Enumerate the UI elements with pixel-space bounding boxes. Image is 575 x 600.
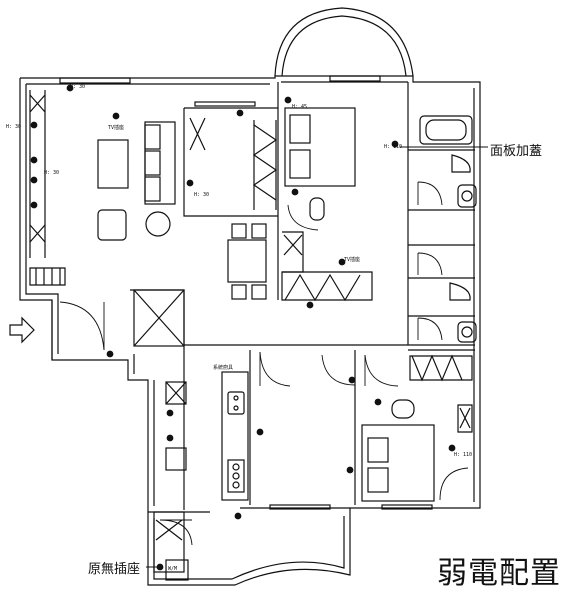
kitchen-counter: [221, 371, 249, 501]
bay-window-arc-inner: [281, 15, 407, 77]
wall-bath-mid: [408, 277, 475, 317]
bay-window-arc: [274, 7, 414, 77]
outlet-label: H: 30: [194, 192, 210, 198]
wm-label: W/M: [168, 566, 178, 572]
wall-mid-h: [184, 344, 475, 351]
kitchen-label: 系統廚具: [213, 365, 234, 371]
wardrobe-bed3: [409, 355, 473, 381]
outer-wall: [20, 75, 481, 510]
coffee-table: [97, 139, 129, 189]
side-table: [145, 211, 171, 237]
outlet-label: H: 30: [70, 84, 86, 90]
tv-label-bedroom: TV插座: [344, 257, 361, 263]
nightstand: [309, 197, 325, 221]
toilet-1: [451, 154, 471, 173]
hall-cabinet: [133, 289, 185, 347]
bathtub: [419, 115, 473, 145]
tv-cabinet-living: [29, 90, 46, 258]
entry-arrow: [9, 316, 35, 344]
tv-label-living: TV插座: [108, 125, 125, 131]
utility-box: [165, 381, 187, 405]
outlet-symbols: [30, 84, 456, 571]
outer-wall-inner: [26, 81, 475, 502]
bottom-window: [269, 504, 331, 510]
wardrobe-bed2: [253, 120, 277, 210]
wall-bath: [408, 149, 475, 346]
bottom-wall-2: [153, 516, 345, 580]
note-original-no-outlet: 原無插座: [88, 562, 141, 577]
left-wall: [19, 78, 149, 512]
outlet-label-2: H: 110: [454, 452, 473, 458]
outlet-label: H: 30: [6, 124, 22, 130]
armchair: [97, 209, 127, 241]
toilet-2: [449, 282, 471, 301]
bed-3: [361, 424, 435, 502]
outlet-label-2: H: 110: [384, 144, 403, 150]
left-wall-inner: [25, 84, 155, 506]
note-panel-cover: 面板加蓋: [490, 144, 543, 159]
bottom-wall: [147, 510, 351, 586]
doors: [59, 181, 469, 546]
dining-table: [227, 239, 267, 283]
wardrobe-master: [281, 271, 373, 301]
plan-title: 弱電配置: [437, 556, 561, 591]
wall-living-bed2: [183, 108, 278, 217]
storage-living: [29, 267, 66, 286]
outlet-label: H: 30: [44, 170, 60, 176]
outlet-label-3: H: 45: [292, 104, 308, 110]
washing-machine: [165, 559, 189, 581]
top-windows: [59, 75, 381, 107]
sofa: [144, 121, 176, 205]
bed-master: [284, 107, 356, 187]
